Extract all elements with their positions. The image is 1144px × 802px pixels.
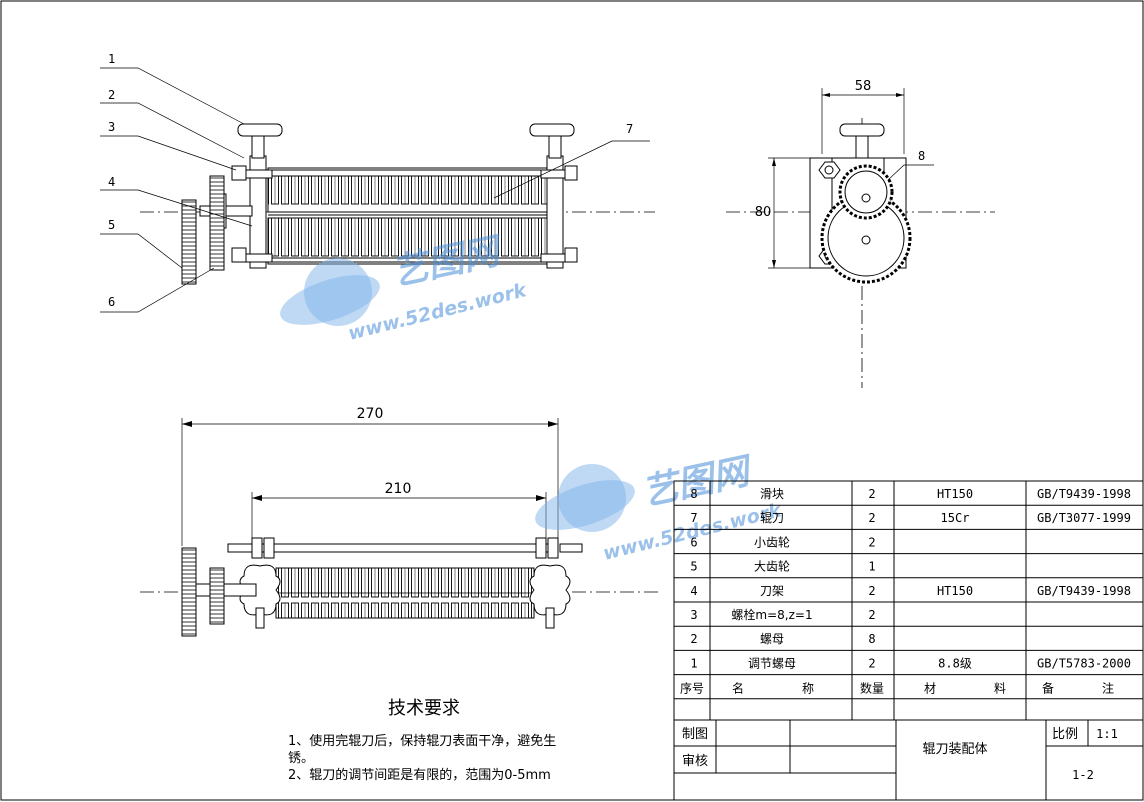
callout-5: 5 xyxy=(108,218,115,232)
tech-item-2: 2、辊刀的调节间距是有限的，范围为0-5mm xyxy=(288,768,551,783)
bom-row-material: HT150 xyxy=(937,487,973,501)
upper-roller xyxy=(267,175,549,213)
callout-4: 4 xyxy=(108,175,115,189)
bom-header-name: 名 xyxy=(732,681,744,696)
bom-row-name: 小齿轮 xyxy=(754,535,790,549)
left-adjusting-knob xyxy=(237,123,283,137)
callout-2: 2 xyxy=(108,88,115,102)
callout-6: 6 xyxy=(108,295,115,309)
side-view: 8 58 80 xyxy=(726,79,995,388)
bom-row-no: 4 xyxy=(690,584,697,598)
hex-nut-top xyxy=(818,161,841,179)
right-star-handle xyxy=(529,564,571,616)
top-view: 270 210 xyxy=(140,406,660,637)
tech-title: 技术要求 xyxy=(388,698,460,719)
bom-row-qty: 1 xyxy=(868,560,875,574)
scale-value: 1:1 xyxy=(1096,727,1118,741)
lower-roller xyxy=(267,217,549,259)
bom-row-note: GB/T9439-1998 xyxy=(1037,487,1131,501)
bom-row-name: 螺栓m=8,z=1 xyxy=(731,607,812,622)
bom-row-material: 8.8级 xyxy=(938,656,972,670)
tech-item-1: 1、使用完辊刀后，保持辊刀表面干净，避免生锈。 xyxy=(288,734,557,766)
bom-row-no: 2 xyxy=(690,632,697,646)
small-gear xyxy=(209,175,225,271)
bom-row-name: 螺母 xyxy=(760,632,784,646)
drawing-title: 辊刀装配体 xyxy=(922,742,987,757)
bom-row-no: 5 xyxy=(690,560,697,574)
bom-header-name: 称 xyxy=(802,682,814,696)
bom-header-note: 备 xyxy=(1042,682,1054,696)
dim-210: 210 xyxy=(385,481,412,497)
large-gear xyxy=(181,199,197,285)
callout-8: 8 xyxy=(918,149,925,163)
drawing-number: 1-2 xyxy=(1072,768,1094,782)
bom-row-name: 大齿轮 xyxy=(754,560,790,574)
callout-1: 1 xyxy=(108,52,115,66)
bom-row-name: 刀架 xyxy=(760,584,784,598)
right-adjusting-knob xyxy=(529,123,575,137)
scale-label: 比例 xyxy=(1052,727,1078,742)
callout-7: 7 xyxy=(626,122,633,136)
bom-row-no: 7 xyxy=(690,511,697,525)
bom-row-name: 调节螺母 xyxy=(748,656,796,670)
callout-3: 3 xyxy=(108,120,115,134)
top-small-gear xyxy=(209,567,225,625)
dim-270: 270 xyxy=(357,406,384,422)
bom-row-qty: 2 xyxy=(868,608,875,622)
bom-row-material: 15Cr xyxy=(941,511,970,525)
bom-header-no: 序号 xyxy=(680,681,704,696)
bom-row-no: 3 xyxy=(690,608,697,622)
bom-header-material: 材 xyxy=(924,682,936,696)
bom-row-qty: 2 xyxy=(868,487,875,501)
bom-header-qty: 数量 xyxy=(860,681,884,696)
side-knob xyxy=(839,123,885,137)
bom-row-no: 6 xyxy=(690,535,697,549)
bom-header-note: 注 xyxy=(1102,681,1114,696)
title-block: 制图 审核 辊刀装配体 比例 1:1 1-2 xyxy=(673,719,1144,801)
bom-row-name: 辊刀 xyxy=(760,511,784,525)
bom-row-note: GB/T9439-1998 xyxy=(1037,584,1131,598)
bom-row-qty: 2 xyxy=(868,656,875,670)
bom-row-no: 1 xyxy=(690,656,697,670)
drawn-label: 制图 xyxy=(682,727,708,742)
front-view: 1 2 3 4 5 6 7 xyxy=(100,52,655,313)
check-label: 审核 xyxy=(682,754,708,769)
bom-row-note: GB/T5783-2000 xyxy=(1037,656,1131,670)
bom-row-qty: 2 xyxy=(868,584,875,598)
top-large-gear xyxy=(181,547,197,637)
bom-row-name: 滑块 xyxy=(760,487,784,501)
front-callout-labels: 1 2 3 4 5 6 7 xyxy=(108,52,633,309)
dim-80: 80 xyxy=(755,205,772,220)
bom-row-note: GB/T3077-1999 xyxy=(1037,511,1131,525)
dim-58: 58 xyxy=(855,79,872,94)
bom-row-qty: 2 xyxy=(868,511,875,525)
bom-row-material: HT150 xyxy=(937,584,973,598)
watermark-brand-2: 艺图网 xyxy=(638,450,757,514)
bom-header-material: 料 xyxy=(994,682,1006,696)
bom-row-no: 8 xyxy=(690,487,697,501)
bom-row-qty: 8 xyxy=(868,632,875,646)
watermark-url-2: www.52des.work xyxy=(601,499,785,565)
bom-row-qty: 2 xyxy=(868,535,875,549)
